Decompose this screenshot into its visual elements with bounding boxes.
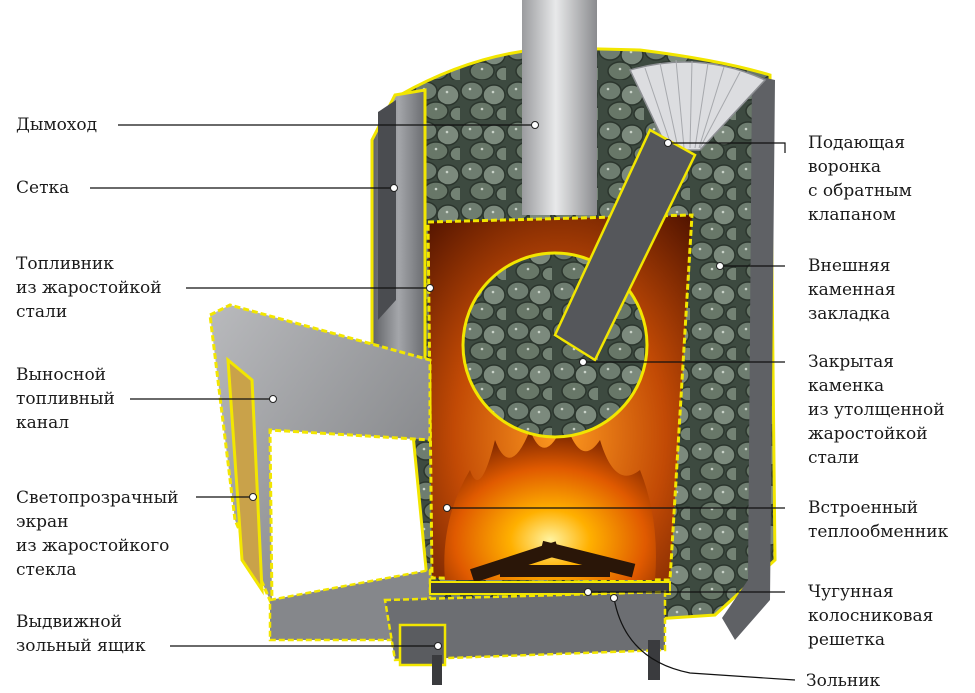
- label-outer-stones: Внешняя каменная закладка: [808, 254, 896, 326]
- chimney-pipe: [522, 0, 597, 215]
- label-chimney: Дымоход: [16, 113, 97, 137]
- label-glass-screen: Светопрозрачный экран из жаростойкого ст…: [16, 486, 178, 582]
- label-closed-heater: Закрытая каменка из утолщенной жаростойк…: [808, 350, 945, 470]
- label-ash-pit: Зольник: [806, 669, 880, 693]
- label-mesh: Сетка: [16, 176, 69, 200]
- label-grate: Чугунная колосниковая решетка: [808, 580, 933, 652]
- label-firebox: Топливник из жаростойкой стали: [16, 252, 162, 324]
- mesh-strip: [378, 100, 396, 320]
- label-feed-funnel: Подающая воронка с обратным клапаном: [808, 131, 912, 227]
- label-ash-drawer: Выдвижной зольный ящик: [16, 610, 146, 658]
- label-fuel-channel: Выносной топливный канал: [16, 363, 115, 435]
- label-heat-exchanger: Встроенный теплообменник: [808, 496, 948, 544]
- leg-left: [432, 655, 442, 685]
